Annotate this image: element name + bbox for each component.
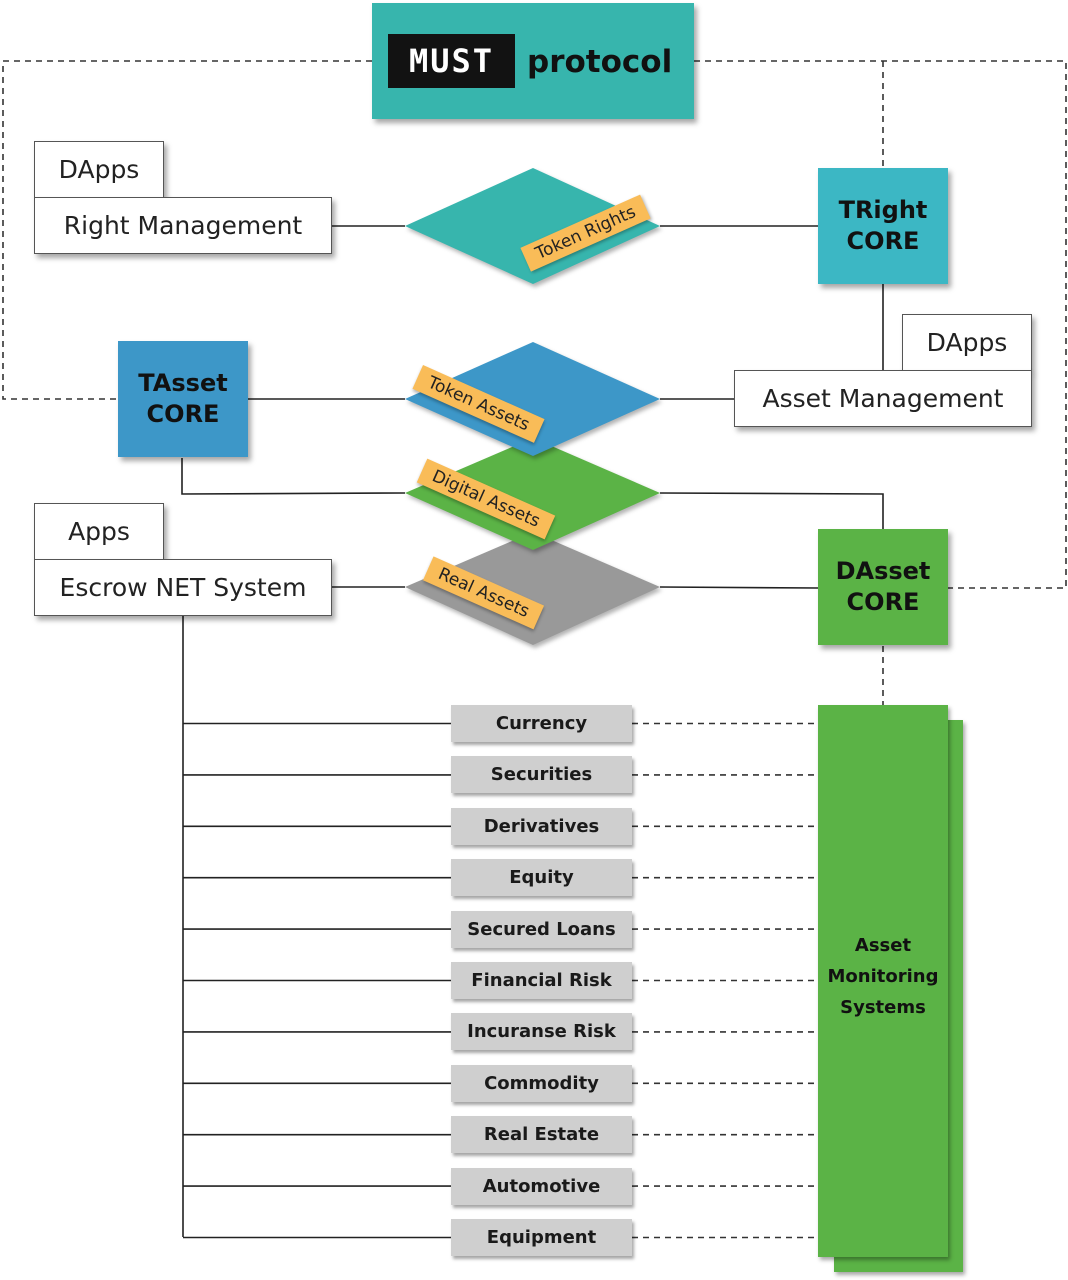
tright-core-line1: TRight — [838, 196, 928, 224]
dasset-core-box: DAsset CORE — [818, 529, 948, 645]
asset-monitoring-systems-box — [818, 705, 948, 1257]
category-box-5: Financial Risk — [451, 962, 632, 999]
right-management-box: Right Management — [34, 197, 332, 254]
tright-core-box: TRight CORE — [818, 168, 948, 284]
category-box-3: Equity — [451, 859, 632, 897]
asset-monitoring-systems-label: Asset Monitoring Systems — [818, 930, 948, 1023]
solid-connectors — [181, 225, 884, 1237]
category-box-4: Secured Loans — [451, 910, 632, 948]
apps-tab: Apps — [34, 503, 164, 560]
category-box-10: Equipment — [451, 1219, 632, 1256]
dasset-core-line2: CORE — [846, 588, 920, 616]
category-box-6: Incuranse Risk — [451, 1013, 632, 1051]
dapps-tab-top: DApps — [34, 141, 164, 198]
dashed-connectors — [2, 60, 1067, 705]
line-digital-to-dasset — [659, 492, 884, 529]
category-box-2: Derivatives — [451, 807, 632, 845]
logo-word: protocol — [527, 44, 673, 80]
real-assets-diamond — [405, 532, 660, 645]
ams-line3: Systems — [840, 997, 926, 1018]
dashed-right-loop — [694, 60, 1067, 589]
category-box-0: Currency — [451, 705, 632, 742]
asset-management-box: Asset Management — [734, 370, 1032, 427]
category-box-8: Real Estate — [451, 1116, 632, 1154]
tright-core-line2: CORE — [846, 227, 920, 255]
dasset-core-line1: DAsset — [835, 557, 931, 585]
category-branches — [183, 722, 818, 1239]
token-rights-diamond — [405, 168, 660, 284]
token-assets-diamond — [405, 342, 660, 456]
category-box-1: Securities — [451, 756, 632, 794]
line-tasset-to-digital — [181, 458, 406, 495]
logo-mark: MUST — [388, 34, 515, 88]
ams-line1: Asset — [854, 935, 912, 956]
dashed-left-loop — [2, 60, 372, 400]
dapps-tab-mid: DApps — [902, 314, 1032, 371]
tasset-core-box: TAsset CORE — [118, 341, 248, 457]
tasset-core-line2: CORE — [146, 400, 220, 428]
line-real-to-dasset — [659, 586, 819, 589]
must-protocol-logo: MUST protocol — [372, 3, 694, 119]
category-box-9: Automotive — [451, 1167, 632, 1205]
tasset-core-line1: TAsset — [138, 369, 228, 397]
ams-line2: Monitoring — [827, 966, 939, 987]
digital-assets-diamond — [405, 438, 660, 550]
category-box-7: Commodity — [451, 1064, 632, 1102]
escrow-net-system-box: Escrow NET System — [34, 559, 332, 616]
diamond-stack — [405, 168, 660, 645]
